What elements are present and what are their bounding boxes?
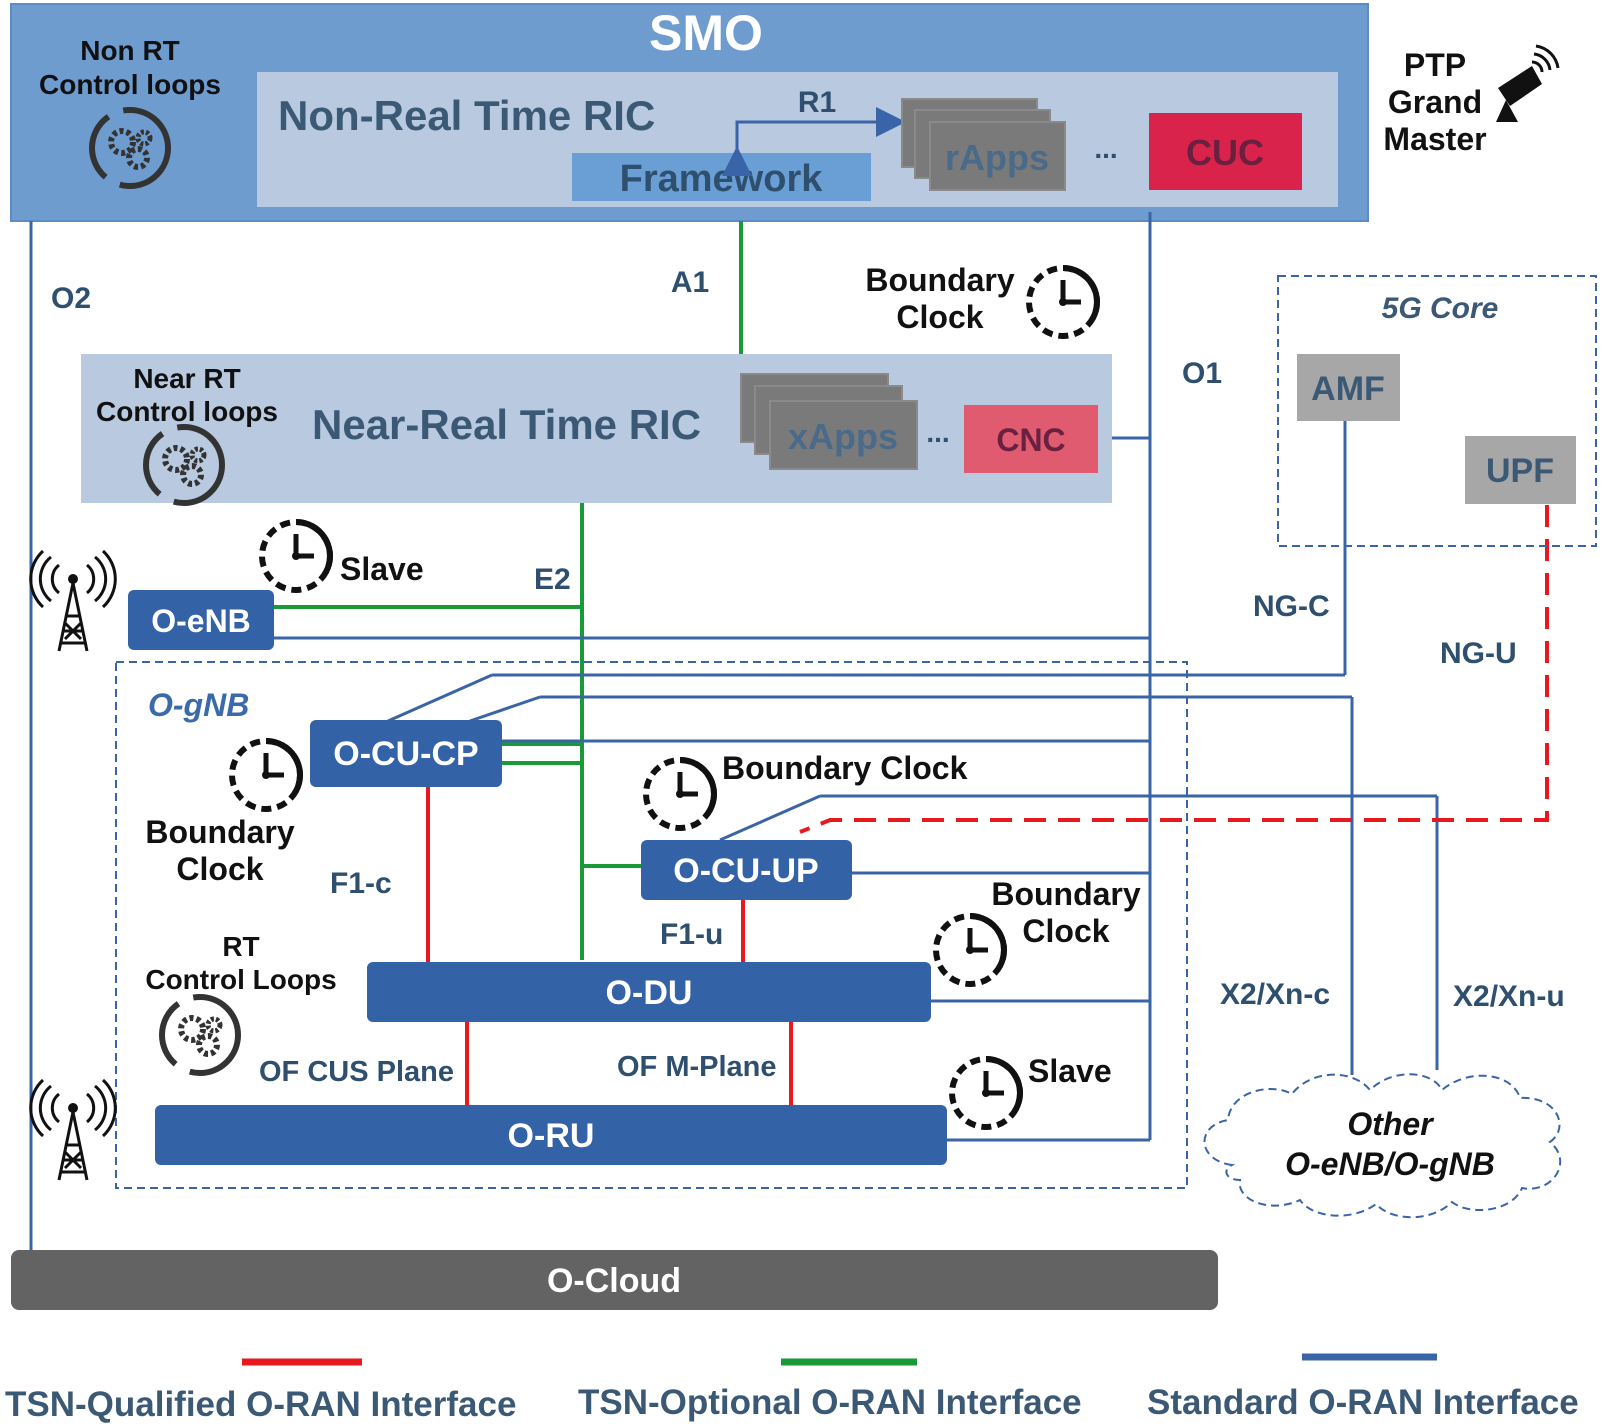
slave-ru-label: Slave <box>1028 1053 1112 1089</box>
ognb-label: O-gNB <box>148 687 249 723</box>
ng-c-label: NG-C <box>1253 590 1330 623</box>
amf-label: AMF <box>1311 370 1385 408</box>
oenb-label: O-eNB <box>151 603 251 639</box>
slave-clock-ru-icon <box>952 1059 1020 1127</box>
r1-arrow <box>722 107 906 176</box>
boundary-clock-cucp-icon <box>232 741 300 809</box>
cuc-box <box>1149 113 1302 190</box>
ocloud-box <box>11 1250 1218 1310</box>
rapps-label: rApps <box>945 137 1049 178</box>
o2-label: O2 <box>51 282 91 315</box>
framework-label: Framework <box>620 158 824 200</box>
legend-label-tsn-qualified: TSN-Qualified O-RAN Interface <box>5 1385 516 1424</box>
enb-tower-icon <box>29 549 117 653</box>
satellite-dish-icon <box>1496 44 1560 122</box>
boundary-clock-cuup-icon <box>646 760 714 828</box>
ocloud-label: O-Cloud <box>547 1262 681 1300</box>
cnc-label: CNC <box>996 422 1065 458</box>
near-rt-ric-title: Near-Real Time RIC <box>312 401 701 448</box>
upf-label: UPF <box>1486 452 1554 490</box>
ocucp-box <box>310 720 502 787</box>
upf-box <box>1465 436 1576 504</box>
rapps-stack-3 <box>929 121 1066 191</box>
oru-label: O-RU <box>508 1117 595 1155</box>
legend: TSN-Qualified O-RAN Interface TSN-Option… <box>5 1353 1579 1424</box>
x2-xn-u-label: X2/Xn-u <box>1453 980 1565 1013</box>
slave-enb-label: Slave <box>340 551 424 587</box>
of-cus-plane-label: OF CUS Plane <box>259 1056 454 1088</box>
ocucp-label: O-CU-CP <box>333 735 478 773</box>
e2-label: E2 <box>534 563 571 596</box>
of-m-plane-label: OF M-Plane <box>617 1051 777 1083</box>
5g-core-title: 5G Core <box>1382 292 1499 325</box>
xapps-ellipsis: ... <box>926 417 949 448</box>
legend-label-tsn-optional: TSN-Optional O-RAN Interface <box>578 1383 1082 1422</box>
cuc-label: CUC <box>1186 132 1264 173</box>
rapps-ellipsis: ... <box>1094 133 1117 164</box>
non-rt-ric-title: Non-Real Time RIC <box>278 92 655 139</box>
r1-label: R1 <box>798 86 836 119</box>
near-rt-ric-box <box>81 354 1112 503</box>
5g-core-box <box>1277 275 1597 547</box>
xapps-label: xApps <box>788 416 898 457</box>
other-cloud-shape <box>1203 1073 1562 1219</box>
boundary-clock-top-icon <box>1029 268 1097 336</box>
a1-label: A1 <box>671 266 709 299</box>
boundary-clock-cuup-label: Boundary Clock <box>722 750 968 786</box>
ocuup-box <box>641 840 852 900</box>
ocuup-label: O-CU-UP <box>673 852 818 890</box>
odu-label: O-DU <box>606 974 693 1012</box>
interface-lines <box>29 212 1549 1250</box>
oenb-box <box>128 590 274 650</box>
o1-label: O1 <box>1182 357 1222 390</box>
ru-tower-icon <box>29 1078 117 1182</box>
boundary-clock-du-icon <box>936 916 1004 984</box>
f1-c-label: F1-c <box>330 867 392 900</box>
ng-u-label: NG-U <box>1440 637 1517 670</box>
oru-box <box>155 1105 947 1165</box>
smo-title: SMO <box>649 5 763 61</box>
f1-u-label: F1-u <box>660 918 723 951</box>
cnc-box <box>964 405 1098 473</box>
ognb-box <box>115 661 1188 1189</box>
rt-gear-icon <box>162 997 238 1073</box>
x2-xn-c-label: X2/Xn-c <box>1220 978 1330 1011</box>
xapps-stack-3 <box>769 400 918 470</box>
slave-clock-enb-icon <box>262 522 330 590</box>
odu-box <box>367 962 931 1022</box>
legend-label-standard: Standard O-RAN Interface <box>1147 1383 1579 1422</box>
amf-box <box>1297 354 1400 421</box>
